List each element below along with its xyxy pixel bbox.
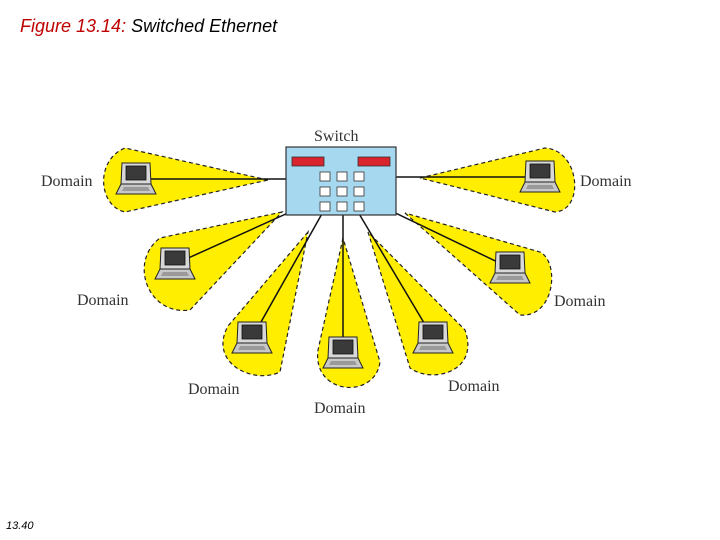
laptop-part xyxy=(161,272,189,276)
laptop-part xyxy=(164,250,186,266)
switch-icon xyxy=(285,146,397,216)
laptop-part xyxy=(496,276,524,280)
domain-wedges xyxy=(103,147,576,389)
laptop-part xyxy=(526,185,554,189)
switch-label: Switch xyxy=(314,128,358,145)
laptops xyxy=(115,160,561,369)
domain-label-3: Domain xyxy=(188,381,240,398)
laptop-part xyxy=(332,339,354,355)
laptop-icon xyxy=(322,336,364,369)
switch-led-left xyxy=(291,156,325,167)
laptop-icon xyxy=(519,160,561,193)
switch-ports xyxy=(319,171,365,212)
laptop-part xyxy=(419,346,447,350)
cable-3 xyxy=(251,211,324,339)
laptop-part xyxy=(238,346,266,350)
laptop-icon xyxy=(231,321,273,354)
laptop-icon xyxy=(412,321,454,354)
cable-5 xyxy=(357,211,434,339)
domain-label-4: Domain xyxy=(314,400,366,417)
switch-led-right xyxy=(357,156,391,167)
laptop-icon xyxy=(115,162,157,195)
laptop-part xyxy=(122,187,150,191)
figure-title: Figure 13.14: Switched Ethernet xyxy=(20,16,277,37)
page-number: 13.40 xyxy=(6,520,34,532)
laptop-part xyxy=(529,163,551,179)
laptop-part xyxy=(125,165,147,181)
laptop-part xyxy=(499,254,521,270)
laptop-icon xyxy=(489,251,531,284)
domain-label-2: Domain xyxy=(77,292,129,309)
figure-caption: Switched Ethernet xyxy=(131,16,278,36)
domain-label-6: Domain xyxy=(554,293,606,310)
laptop-part xyxy=(241,324,263,340)
domain-label-5: Domain xyxy=(448,378,500,395)
domain-wedge-6 xyxy=(404,212,553,316)
domain-label-7: Domain xyxy=(580,173,632,190)
domain-label-1: Domain xyxy=(41,173,93,190)
figure-number: Figure 13.14: xyxy=(20,16,127,36)
laptop-part xyxy=(422,324,444,340)
laptop-part xyxy=(329,361,357,365)
laptop-icon xyxy=(154,247,196,280)
domain-wedge-2 xyxy=(143,211,284,311)
